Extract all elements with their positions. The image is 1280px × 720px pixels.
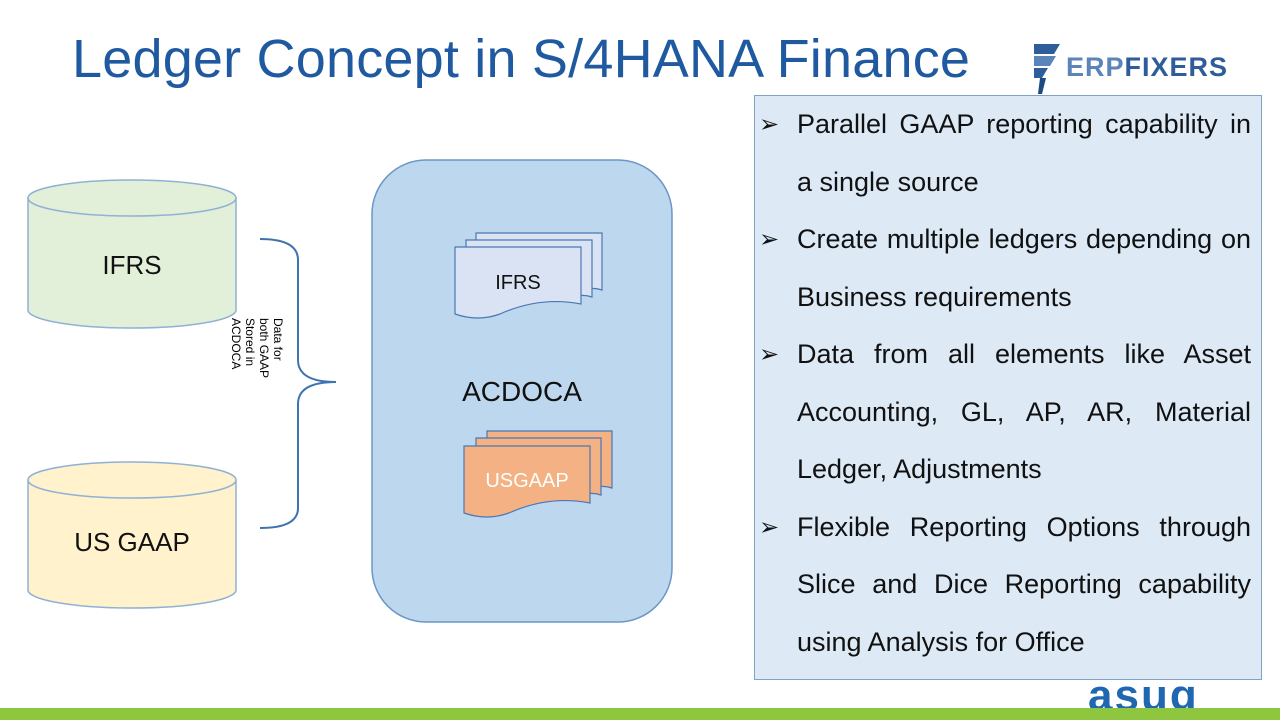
bullet-item: ➢ Parallel GAAP reporting capability in … bbox=[755, 96, 1251, 211]
ifrs-document-label: IFRS bbox=[495, 272, 541, 294]
asug-logo: asug bbox=[1088, 682, 1199, 708]
usgaap-database-cylinder bbox=[27, 461, 237, 609]
erpfixers-logo: ERPFIXERS bbox=[1030, 40, 1240, 96]
erpfixers-logo-mark-icon bbox=[1034, 44, 1060, 94]
footer-bar bbox=[0, 708, 1280, 720]
arrow-bullet-icon: ➢ bbox=[759, 110, 780, 138]
key-points-box: ➢ Parallel GAAP reporting capability in … bbox=[754, 95, 1262, 680]
acdoca-label: ACDOCA bbox=[462, 376, 582, 407]
arrow-bullet-icon: ➢ bbox=[759, 512, 780, 541]
usgaap-document-label: USGAAP bbox=[485, 470, 569, 492]
bullet-text: Data from all elements like Asset Accoun… bbox=[797, 339, 1251, 484]
ledger-diagram bbox=[27, 159, 673, 623]
usgaap-database-label: US GAAP bbox=[74, 527, 190, 557]
brace-note: Data for both GAAP Stored in ACDOCA bbox=[229, 318, 285, 378]
bullet-text: Create multiple ledgers depending on Bus… bbox=[797, 224, 1251, 312]
logo-part-fixers: FIXERS bbox=[1124, 52, 1229, 82]
bullet-item: ➢ Flexible Reporting Options through Sli… bbox=[755, 499, 1251, 672]
bullet-text: Flexible Reporting Options through Slice… bbox=[797, 511, 1251, 657]
grouping-brace bbox=[259, 238, 337, 529]
ifrs-database-cylinder bbox=[27, 179, 237, 329]
bullet-item: ➢ Data from all elements like Asset Acco… bbox=[755, 326, 1251, 499]
ifrs-database-label: IFRS bbox=[102, 250, 162, 280]
logo-part-erp: ERP bbox=[1066, 52, 1125, 82]
erpfixers-logo-text: ERPFIXERS bbox=[1066, 52, 1228, 83]
ifrs-document-stack bbox=[454, 232, 603, 319]
bullet-text: Parallel GAAP reporting capability in a … bbox=[797, 109, 1251, 197]
arrow-bullet-icon: ➢ bbox=[759, 340, 780, 368]
bullet-item: ➢ Create multiple ledgers depending on B… bbox=[755, 211, 1251, 326]
usgaap-document-stack bbox=[463, 430, 613, 518]
slide-title: Ledger Concept in S/4HANA Finance bbox=[72, 29, 971, 89]
arrow-bullet-icon: ➢ bbox=[759, 225, 780, 253]
